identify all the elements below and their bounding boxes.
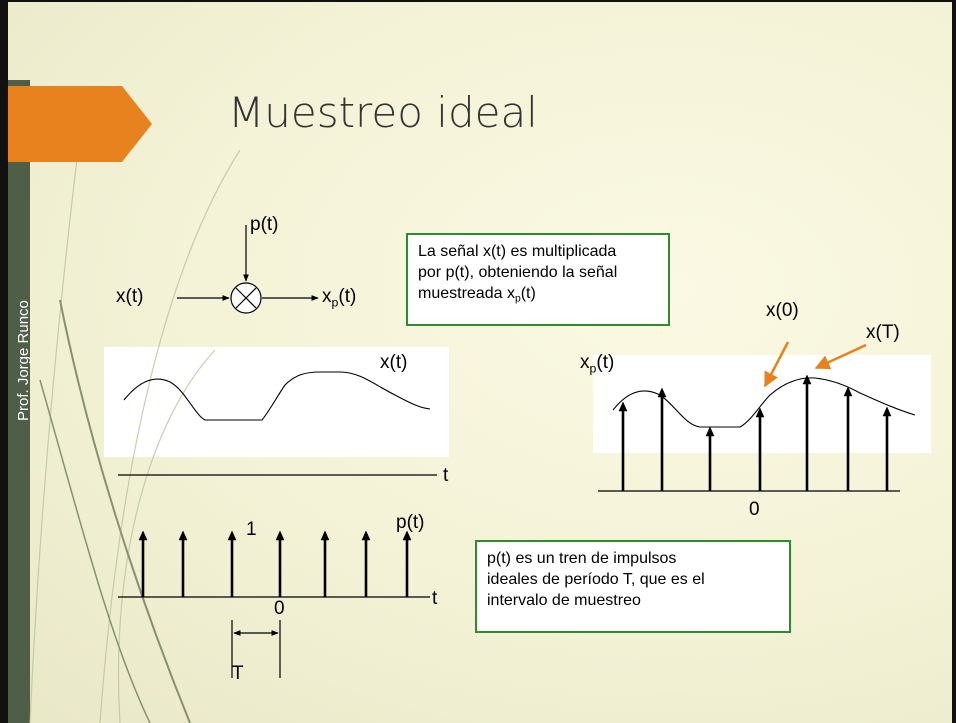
- signal-axis-label: t: [443, 465, 449, 486]
- box-line: por p(t), obteniendo la señal: [418, 264, 618, 281]
- impulse-arrowhead: [227, 530, 237, 541]
- sidebar-strip: Prof. Jorge Runco: [8, 80, 32, 723]
- box-line: La señal x(t) es multiplicada: [418, 243, 617, 260]
- multiply-description-box: La señal x(t) es multiplicada por p(t), …: [406, 233, 670, 326]
- impulse-arrowhead: [882, 406, 892, 417]
- impulse-label: p(t): [396, 512, 425, 533]
- box-line: muestreada xp(t): [418, 285, 536, 305]
- title-arrow-shape: [8, 86, 152, 162]
- xT-pointer: [814, 343, 867, 370]
- sampled-impulses: [618, 374, 892, 491]
- block-diagram: [177, 225, 319, 314]
- sampled-origin-label: 0: [749, 499, 760, 520]
- impulse-arrowhead: [755, 407, 765, 418]
- carrier-label: p(t): [250, 214, 279, 235]
- period-label: T: [232, 663, 244, 684]
- impulse-arrowhead: [361, 530, 371, 541]
- xT-label: x(T): [866, 322, 900, 343]
- impulse-arrowhead: [275, 530, 285, 541]
- impulse-arrowhead: [138, 530, 148, 541]
- x0-label: x(0): [766, 300, 799, 321]
- output-label: xp(t): [322, 286, 357, 310]
- input-label: x(t): [116, 286, 144, 307]
- impulse-arrowhead: [320, 530, 330, 541]
- impulse-arrowhead: [618, 401, 628, 412]
- impulse-arrowhead: [843, 386, 853, 397]
- impulse-arrowhead: [705, 426, 715, 437]
- impulse-arrowhead: [657, 387, 667, 398]
- impulse-axis-label: t: [432, 588, 438, 609]
- decorative-curves: [29, 149, 241, 723]
- impulse-amplitude-label: 1: [246, 519, 257, 540]
- period-marker: [231, 620, 281, 678]
- signal-waveform: [123, 371, 431, 421]
- signal-plot-panel: [104, 347, 449, 457]
- impulse-arrowhead: [802, 374, 812, 385]
- box-line: intervalo de muestreo: [487, 592, 641, 609]
- slide-title: Muestreo ideal: [228, 88, 538, 137]
- impulse-arrowhead: [402, 530, 412, 541]
- box-line: p(t) es un tren de impulsos: [487, 550, 677, 567]
- signal-label: x(t): [380, 352, 408, 373]
- x0-pointer: [763, 341, 790, 388]
- impulse-arrowhead: [178, 530, 188, 541]
- impulse-origin-label: 0: [274, 598, 285, 619]
- sampled-label: xp(t): [580, 352, 615, 376]
- impulse-train: [138, 530, 412, 597]
- impulse-description-box: p(t) es un tren de impulsos ideales de p…: [475, 540, 791, 633]
- box-line: ideales de período T, que es el: [487, 571, 705, 588]
